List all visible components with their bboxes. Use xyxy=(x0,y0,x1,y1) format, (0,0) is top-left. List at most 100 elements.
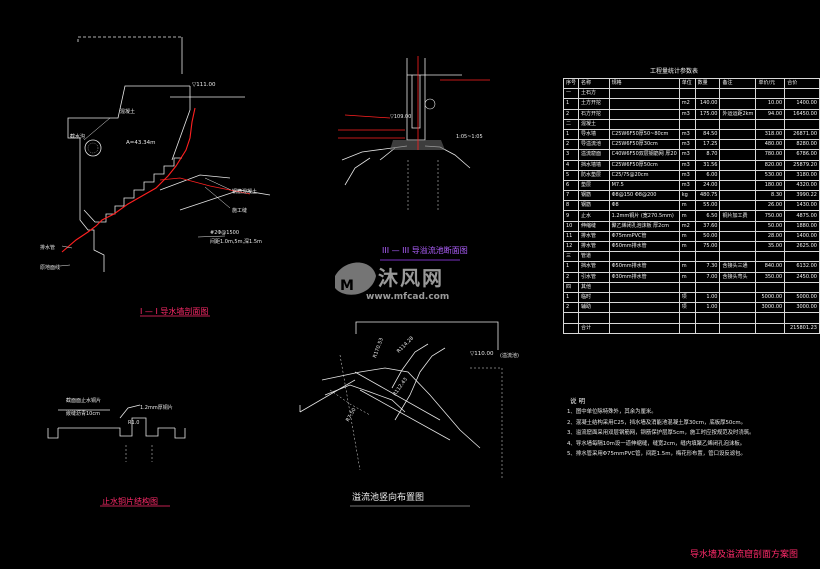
table-row: 一土石方 xyxy=(562,88,820,100)
table-cell xyxy=(784,118,820,130)
table-cell xyxy=(608,98,680,110)
table-cell: 6786.00 xyxy=(784,149,820,161)
table-cell xyxy=(678,281,696,293)
table-cell: 1400.00 xyxy=(784,98,820,110)
table-cell: 50.00 xyxy=(694,230,721,243)
table-cell xyxy=(755,281,786,293)
table-cell: m3 xyxy=(678,169,696,181)
table-cell: 84.50 xyxy=(694,128,721,141)
table-cell: 2 xyxy=(562,139,580,151)
table-cell: 3180.00 xyxy=(784,169,820,181)
overflow-tag: (溢流池) xyxy=(500,353,519,359)
table-cell: 2 xyxy=(562,271,580,283)
table-cell xyxy=(719,230,757,243)
table-cell xyxy=(719,240,757,253)
table-cell: 780.00 xyxy=(755,149,786,161)
table-cell xyxy=(784,88,820,100)
table-cell: 6.50 xyxy=(694,210,721,222)
table-cell xyxy=(755,322,786,334)
table-cell xyxy=(719,312,757,324)
table-cell xyxy=(562,322,580,334)
table-cell: 混凝土 xyxy=(578,118,610,130)
table-cell: 1 xyxy=(562,261,580,273)
table-cell: m2 xyxy=(678,98,696,110)
table-cell: 35.00 xyxy=(755,240,786,253)
th-total: 合价 xyxy=(784,77,820,90)
note-rc: 钢筋混凝土 xyxy=(232,189,258,195)
table-cell: 11 xyxy=(562,230,580,243)
table-cell: 1430.00 xyxy=(784,200,820,212)
table-cell xyxy=(578,312,610,324)
table-cell: 3 xyxy=(562,149,580,161)
svg-text:M: M xyxy=(340,278,354,294)
table-cell: 溢流窟面 xyxy=(578,149,610,161)
overflow-plan-caption: 溢流池竖向布置图 xyxy=(352,493,425,503)
table-cell: m3 xyxy=(678,149,696,161)
table-cell: 导水墙 xyxy=(578,128,610,141)
table-cell: 2 xyxy=(562,302,580,314)
table-cell xyxy=(694,88,721,100)
table-cell xyxy=(608,302,680,314)
table-cell xyxy=(755,312,786,324)
table-cell xyxy=(719,220,757,232)
note-item: 3、溢流窟面采用双层钢筋网，钢筋保护层厚5cm，施工时应按规范及时浇筑。 xyxy=(567,430,755,436)
table-cell: 25879.20 xyxy=(784,159,820,171)
table-cell: 1 xyxy=(562,291,580,304)
table-cell xyxy=(719,281,757,293)
elev-label-110: ▽110.00 xyxy=(470,351,494,357)
table-cell: C25W6F50厚30cm xyxy=(608,139,680,151)
table-cell: Φ50mm排水管 xyxy=(608,261,680,273)
table-cell: 6 xyxy=(562,179,580,192)
waterstop-label-a: 截面面止水铜片 xyxy=(66,398,102,404)
table-cell: 土方开挖 xyxy=(578,98,610,110)
table-cell: 4 xyxy=(562,159,580,171)
th-name: 名称 xyxy=(578,77,610,90)
table-cell: 土石方 xyxy=(578,88,610,100)
table-cell xyxy=(694,312,721,324)
table-cell xyxy=(694,118,721,130)
table-cell: m xyxy=(678,230,696,243)
th-qty: 数量 xyxy=(694,77,721,90)
table-cell xyxy=(719,190,757,202)
table-cell: 6.00 xyxy=(694,169,721,181)
table-cell: m3 xyxy=(678,108,696,120)
table-cell: 5000.00 xyxy=(784,291,820,304)
note-item: 4、导水墙每隔10m设一道伸缩缝，缝宽2cm，缝内填聚乙烯闭孔泡沫板。 xyxy=(567,440,746,447)
table-cell: 垫层 xyxy=(578,179,610,192)
table-cell: 3990.22 xyxy=(784,190,820,202)
table-cell: 管道 xyxy=(578,251,610,263)
table-cell: 1 xyxy=(562,98,580,110)
table-cell: 其他 xyxy=(578,281,610,293)
table-cell: kg xyxy=(678,190,696,202)
table-cell: 2450.00 xyxy=(784,271,820,283)
table-cell xyxy=(694,281,721,293)
table-cell: 二 xyxy=(562,118,580,130)
table-cell: 项 xyxy=(678,291,696,304)
table-cell: 挡水管 xyxy=(578,261,610,273)
table-cell: 750.00 xyxy=(755,210,786,222)
table-cell xyxy=(719,88,757,100)
notes-heading: 说 明 xyxy=(570,397,586,405)
table-cell: 24.00 xyxy=(694,179,721,192)
table-cell: 3000.00 xyxy=(755,302,786,314)
table-cell: 止水 xyxy=(578,210,610,222)
table-cell: 四 xyxy=(562,281,580,293)
waterstop-label-c: 1.2mm厚铜片 xyxy=(140,405,173,411)
table-cell: 4875.00 xyxy=(784,210,820,222)
th-remark: 备注 xyxy=(719,77,757,90)
table-cell xyxy=(719,200,757,212)
table-cell xyxy=(562,312,580,324)
table-cell xyxy=(755,88,786,100)
table-cell: m xyxy=(678,200,696,212)
pipe-note-2: 间距1.0m,5m,深1.5m xyxy=(210,239,262,245)
watermark-brand: 沐风网 xyxy=(378,266,444,290)
table-cell: 合计 xyxy=(578,322,610,334)
